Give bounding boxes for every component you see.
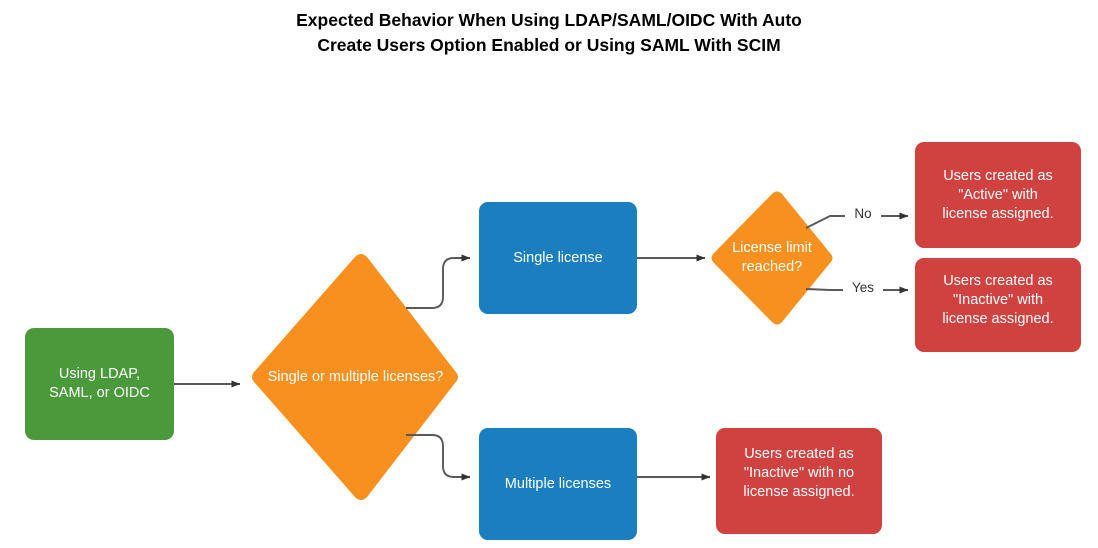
node-outcome-inactive-no-license[interactable]: Users created as "Inactive" with no lice… [716, 428, 882, 534]
node-label: Using LDAP, SAML, or OIDC [49, 366, 150, 401]
decision-license-count-shape[interactable] [252, 254, 458, 500]
page-title-line-1: Expected Behavior When Using LDAP/SAML/O… [296, 10, 802, 30]
page-title-line-2: Create Users Option Enabled or Using SAM… [317, 35, 781, 55]
edge-label-text: Yes [851, 280, 875, 295]
node-label: Multiple licenses [504, 475, 612, 492]
node-label: Single license [513, 249, 603, 266]
node-label: Users created as "Active" with license a… [942, 167, 1054, 222]
edge-label-text: No [854, 206, 872, 221]
edge-limit-no [805, 212, 909, 229]
node-label: Users created as "Inactive" with no lice… [743, 446, 855, 500]
edge-decision-to-multiple [406, 434, 471, 481]
decision-license-limit-shape[interactable] [711, 191, 833, 325]
node-multiple-licenses[interactable]: Multiple licenses [479, 428, 637, 540]
node-single-license[interactable]: Single license [479, 202, 637, 314]
edge-decision-to-single [406, 254, 471, 309]
node-outcome-inactive-with-license[interactable]: Users created as "Inactive" with license… [915, 258, 1081, 352]
node-start-using-ldap-saml-oidc[interactable]: Using LDAP, SAML, or OIDC [25, 328, 174, 440]
node-outcome-active[interactable]: Users created as "Active" with license a… [915, 142, 1081, 248]
edge-label-no: No [845, 206, 881, 221]
node-label: Users created as "Inactive" with license… [942, 273, 1054, 327]
edge-label-yes: Yes [843, 280, 883, 295]
page-title: Expected Behavior When Using LDAP/SAML/O… [0, 8, 1098, 58]
